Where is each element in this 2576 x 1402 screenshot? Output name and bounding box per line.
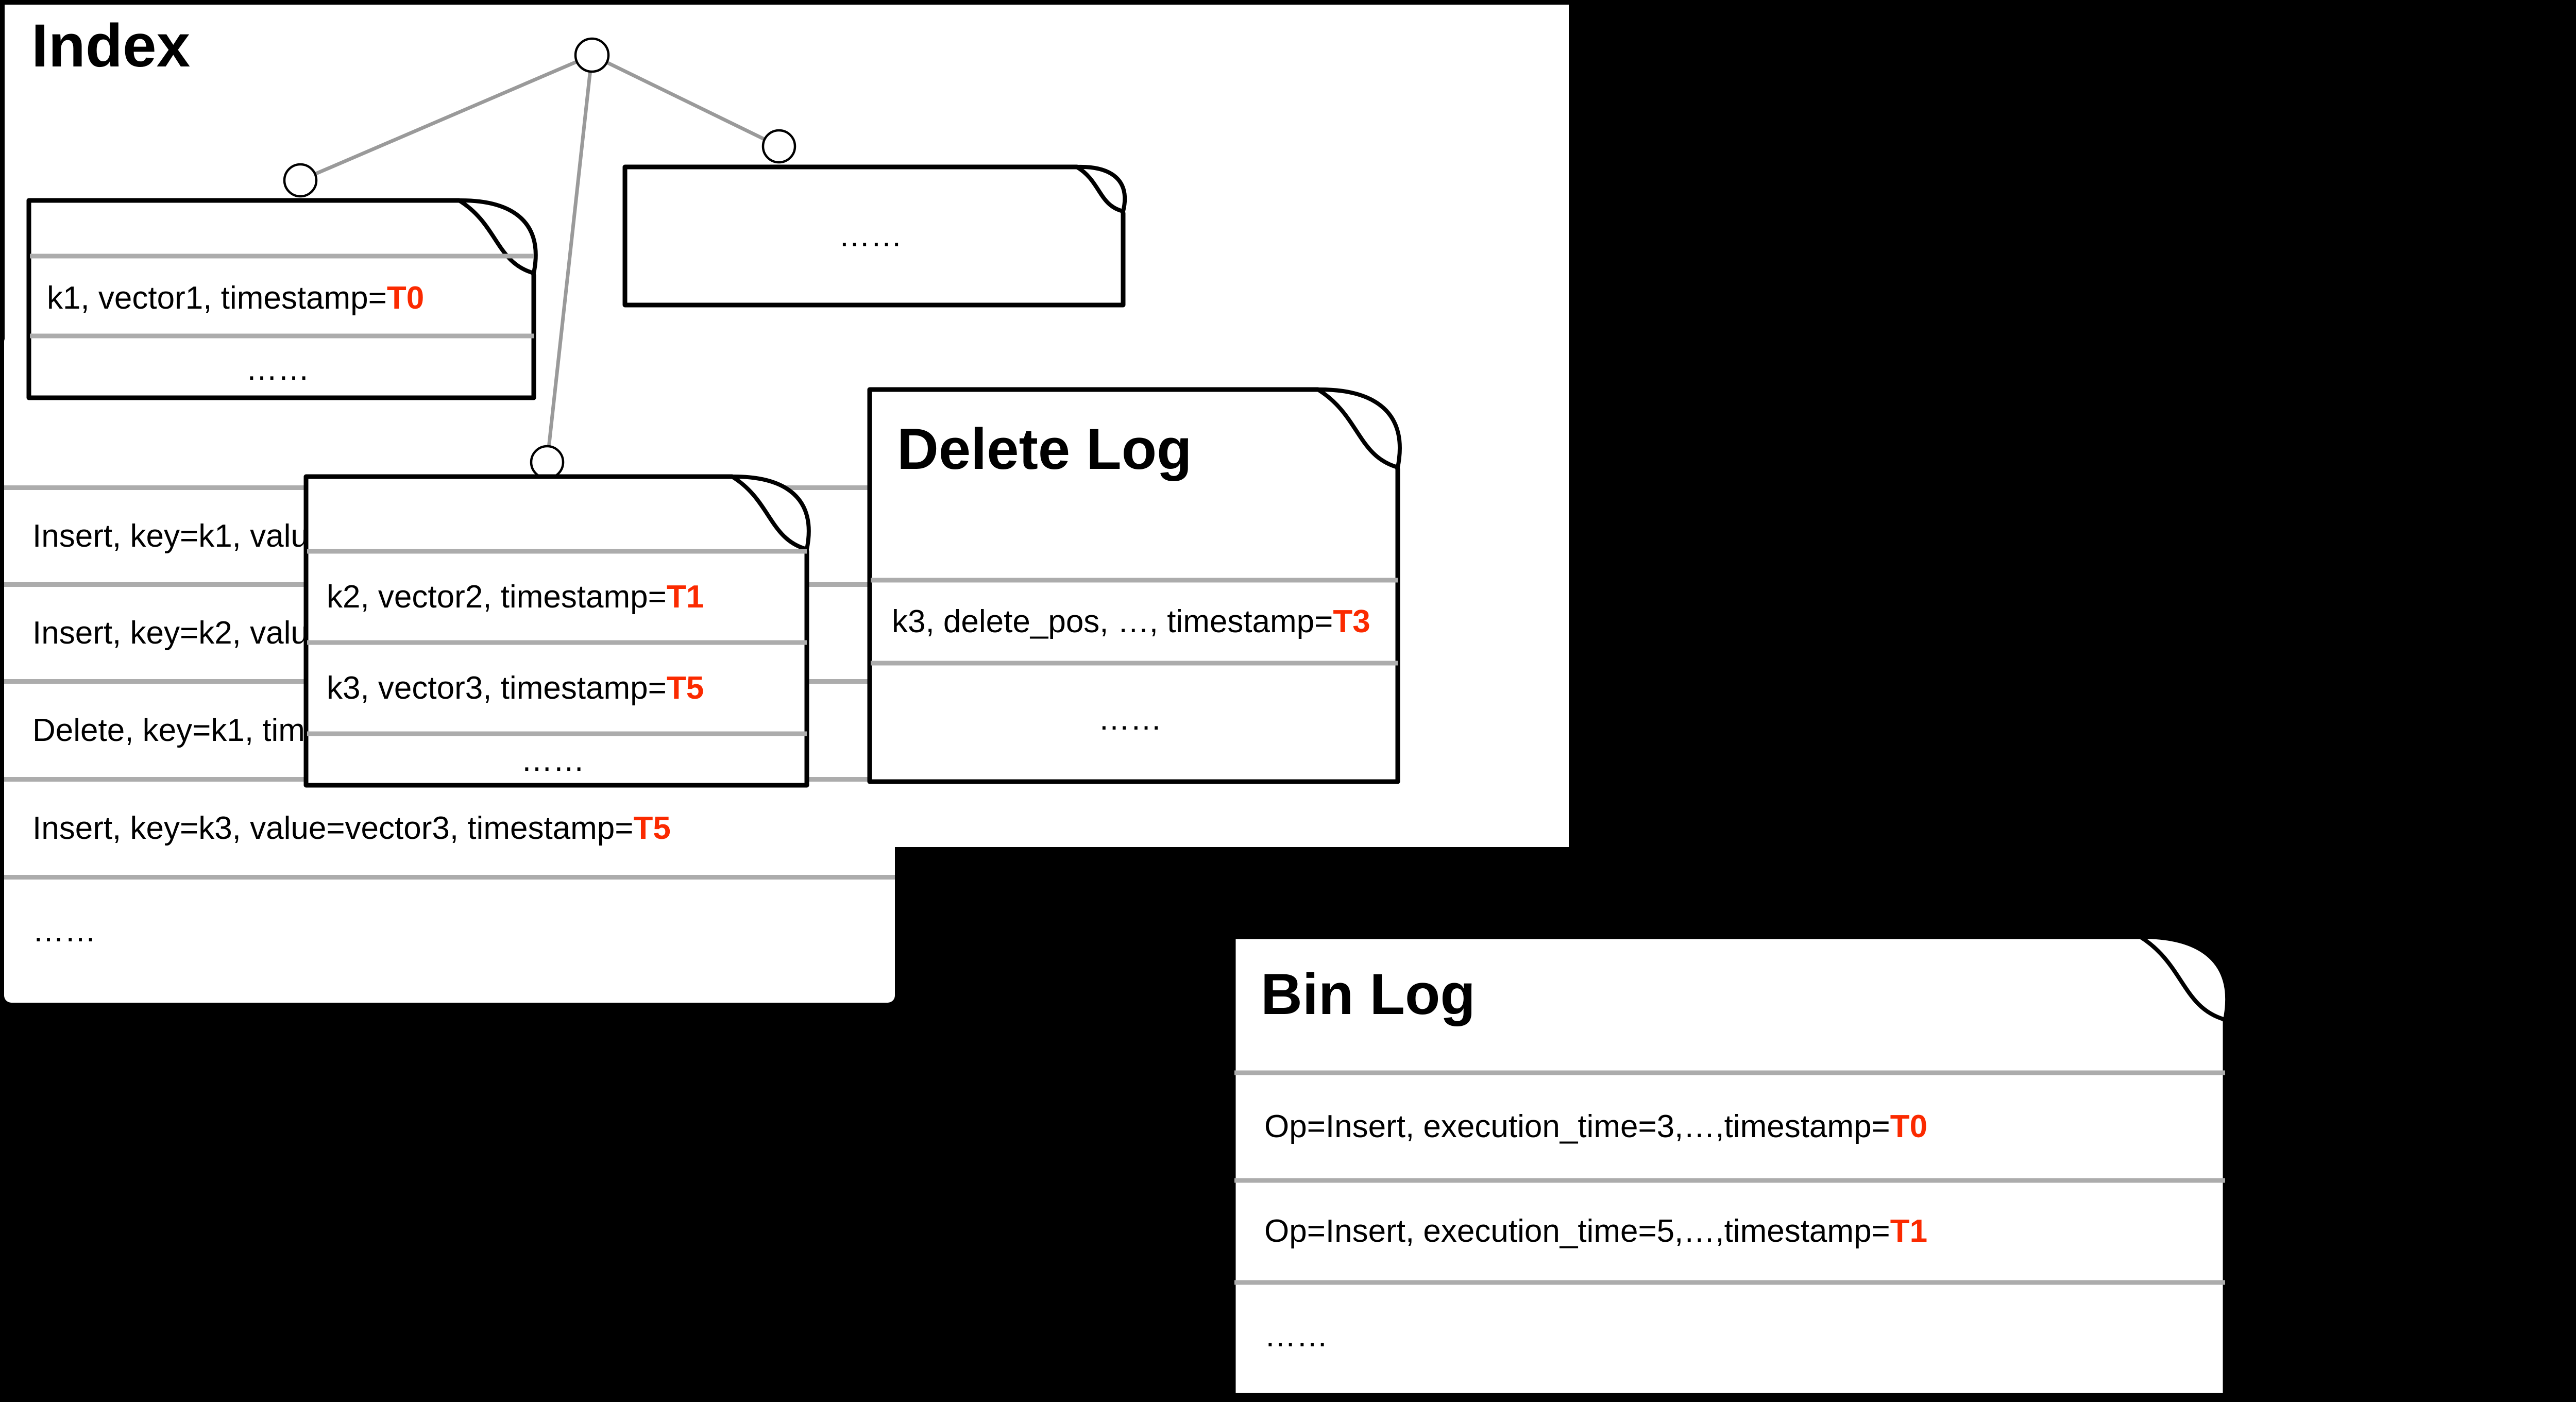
document-shape bbox=[26, 198, 538, 400]
bin-log-title: Bin Log bbox=[1261, 962, 1476, 1026]
bin-log-row-ellipsis: …… bbox=[1231, 1287, 2221, 1385]
delete-log-row: k3, delete_pos, …, timestamp=T3 bbox=[867, 585, 1393, 658]
bin-log-row-text: Op=Insert, execution_time=5,…,timestamp= bbox=[1264, 1213, 1890, 1249]
segment-row-ellipsis: …… bbox=[303, 738, 802, 783]
index-segment-k2-doc: k2, vector2, timestamp=T1 k3, vector3, t… bbox=[303, 474, 811, 788]
folded-corner bbox=[2138, 934, 2230, 1022]
segment-row: k2, vector2, timestamp=T1 bbox=[303, 556, 802, 638]
segment-row-text: …… bbox=[246, 351, 310, 387]
tree-edge-root-left bbox=[299, 53, 593, 182]
wal-row-text: Insert, key=k3, value=vector3, timestamp… bbox=[32, 810, 634, 846]
timestamp-value: T1 bbox=[1890, 1213, 1928, 1249]
wal-row-ellipsis: …… bbox=[4, 880, 888, 983]
segment-row: k3, vector3, timestamp=T5 bbox=[303, 647, 802, 729]
timestamp-value: T0 bbox=[1890, 1108, 1928, 1144]
segment-row-text: k1, vector1, timestamp= bbox=[47, 280, 387, 316]
tree-middle-node bbox=[530, 445, 565, 480]
segment-row-ellipsis: …… bbox=[622, 164, 1118, 308]
tree-root-node bbox=[574, 37, 610, 73]
segment-row: k1, vector1, timestamp=T0 bbox=[26, 261, 529, 336]
tree-edge-root-middle bbox=[545, 55, 594, 463]
bin-log-row-text: Op=Insert, execution_time=3,…,timestamp= bbox=[1264, 1108, 1890, 1144]
tree-left-node bbox=[283, 163, 318, 198]
timestamp-value: T0 bbox=[386, 280, 425, 316]
bin-log-doc: Bin Log Op=Insert, execution_time=3,…,ti… bbox=[1231, 934, 2230, 1398]
delete-log-row-text: …… bbox=[1098, 701, 1162, 737]
bin-log-row-text: …… bbox=[1264, 1318, 1328, 1354]
wal-row-text: …… bbox=[32, 913, 96, 949]
index-segment-k1-doc: k1, vector1, timestamp=T0 …… bbox=[26, 198, 538, 400]
document-shape bbox=[1231, 934, 2230, 1398]
tree-edge-root-right bbox=[591, 53, 780, 148]
folded-corner bbox=[1316, 387, 1402, 469]
folded-corner bbox=[730, 474, 811, 551]
segment-row-text: …… bbox=[838, 218, 903, 254]
segment-row-text: k3, vector3, timestamp= bbox=[327, 670, 667, 706]
tree-nodes bbox=[283, 37, 796, 480]
wal-row-insert-k3: Insert, key=k3, value=vector3, timestamp… bbox=[4, 782, 888, 875]
timestamp-value: T5 bbox=[666, 670, 704, 706]
timestamp-value: T3 bbox=[1333, 603, 1370, 639]
segment-row-text: k2, vector2, timestamp= bbox=[327, 579, 667, 615]
delete-log-row-text: k3, delete_pos, …, timestamp= bbox=[892, 603, 1333, 639]
index-segment-more-doc: …… bbox=[622, 164, 1127, 308]
bin-log-row: Op=Insert, execution_time=3,…,timestamp=… bbox=[1231, 1077, 2221, 1176]
bin-log-row: Op=Insert, execution_time=5,…,timestamp=… bbox=[1231, 1185, 2221, 1278]
index-panel: Index k1, vector1 bbox=[0, 0, 1573, 852]
wal-separator bbox=[4, 875, 895, 880]
tree-right-node bbox=[761, 129, 796, 164]
segment-row-text: …… bbox=[521, 742, 585, 778]
delete-log-doc: Delete Log k3, delete_pos, …, timestamp=… bbox=[867, 387, 1402, 784]
folded-corner bbox=[1075, 164, 1127, 213]
timestamp-value: T5 bbox=[633, 810, 671, 846]
document-shape bbox=[622, 164, 1127, 308]
tree-edges bbox=[299, 53, 780, 463]
delete-log-title: Delete Log bbox=[897, 417, 1192, 481]
document-shape bbox=[303, 474, 811, 788]
segment-row-ellipsis: …… bbox=[26, 341, 529, 398]
index-title: Index bbox=[31, 12, 191, 80]
document-shape bbox=[867, 387, 1402, 784]
index-tree-graphic bbox=[283, 37, 796, 480]
delete-log-row-ellipsis: …… bbox=[867, 668, 1393, 771]
timestamp-value: T1 bbox=[666, 579, 704, 615]
